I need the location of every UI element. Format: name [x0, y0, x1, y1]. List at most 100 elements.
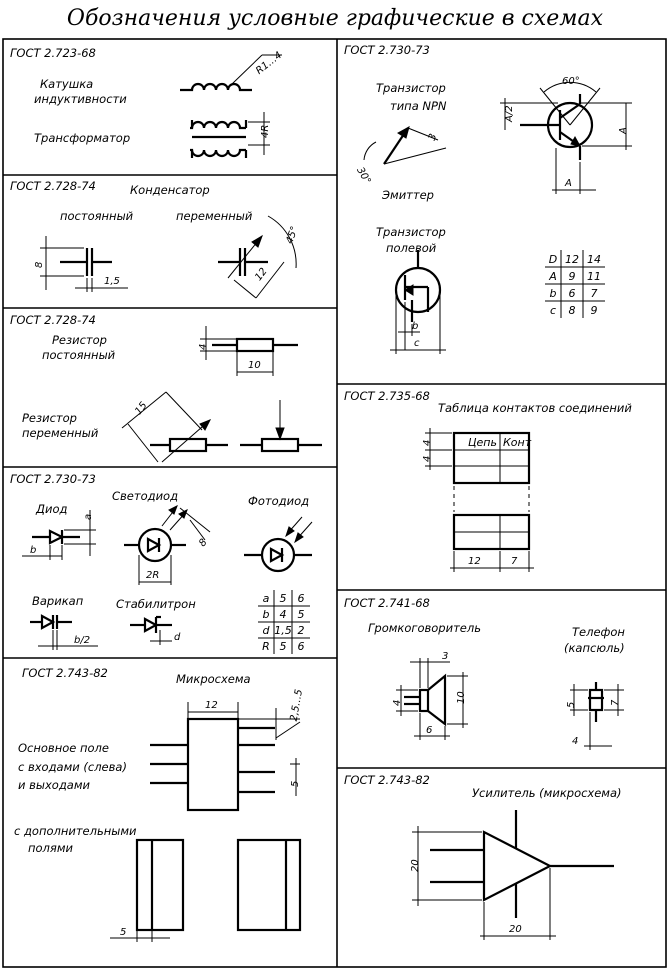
zener-symbol: d [130, 615, 181, 645]
transformer-label: Трансформатор [34, 131, 130, 145]
amplifier-symbol: 20 20 [410, 810, 614, 940]
col-circuit-label: Цепь [468, 436, 497, 449]
npn-label-2: типа NPN [390, 99, 447, 113]
fixed-capacitor-symbol: 8 1,5 [34, 236, 128, 292]
gost-label: ГОСТ 2.728-74 [10, 313, 96, 327]
diode-dims-cell: 6 [298, 640, 305, 653]
diode-dims-cell: 5 [298, 608, 305, 621]
transistor-dims-cell: c [550, 304, 556, 317]
gost-label: ГОСТ 2.730-73 [344, 43, 430, 57]
fet-transistor-symbol: b c [390, 250, 446, 354]
transformer-symbol: 4R [190, 112, 271, 158]
microchip-symbol: 12 2,5…5 5 [150, 688, 305, 812]
main-field-label-3: и выходами [18, 778, 91, 792]
section-contacts: ГОСТ 2.735-68 Таблица контактов соединен… [344, 389, 632, 572]
diode-dims-cell: 1,5 [274, 624, 292, 637]
dim-12-label: 12 [468, 556, 481, 567]
zener-label: Стабилитрон [116, 597, 196, 611]
contacts-table-symbol: Цепь Конт 4 4 12 7 [422, 428, 534, 572]
transistor-dims-cell: 8 [569, 304, 576, 317]
variable-label: переменный [176, 209, 253, 223]
section-resistor: ГОСТ 2.728-74 Резистор постоянный Резист… [10, 313, 322, 463]
variable-resistor-label: Резистор [22, 411, 77, 425]
diode-dims-cell: 6 [298, 592, 305, 605]
section-speaker: ГОСТ 2.741-68 Громкоговоритель Телефон (… [344, 596, 625, 750]
diode-dims-cell: 2 [298, 624, 305, 637]
phone-label-2: (капсюль) [564, 641, 625, 655]
transistor-dims-cell: 14 [587, 253, 601, 266]
npn-transistor-symbol: 60° A/2 A A [500, 76, 632, 194]
extra-fields-label-2: полями [28, 841, 73, 855]
fet-label-2: полевой [386, 241, 437, 255]
gost-label: ГОСТ 2.741-68 [344, 596, 430, 610]
dim-d-label: d [174, 632, 181, 643]
dim-20b-label: 20 [509, 924, 522, 935]
diode-dims-cell: a [263, 592, 270, 605]
dim-6-label: 6 [426, 725, 432, 736]
dim-2r-label: 2R [146, 570, 159, 581]
transistor-dims-cell: A [548, 270, 557, 283]
emitter-label: Эмиттер [381, 188, 434, 202]
photodiode-symbol [244, 516, 313, 573]
fixed-resistor-symbol: 4 10 [198, 326, 298, 376]
diode-dims-cell: 5 [280, 592, 287, 605]
dim-3-label: 3 [427, 132, 440, 142]
dim-12-label: 12 [253, 266, 270, 283]
led-symbol: 8 2R [124, 504, 211, 585]
dim-4r-label: 4R [260, 125, 271, 138]
diode-dims-cell: b [263, 608, 270, 621]
dim-25-label: 2,5…5 [289, 688, 305, 722]
dim-5-label: 5 [290, 781, 301, 787]
gost-label: ГОСТ 2.743-82 [344, 773, 430, 787]
dim-4-label: 4 [392, 700, 403, 706]
fixed-resistor-label: Резистор [52, 333, 107, 347]
fixed-label: постоянный [60, 209, 134, 223]
npn-label: Транзистор [376, 81, 446, 95]
contacts-name: Таблица контактов соединений [438, 401, 632, 415]
varicap-symbol: b/2 [30, 614, 98, 650]
diode-label: Диод [35, 502, 67, 516]
section-microchip: ГОСТ 2.743-82 Микросхема Основное поле с… [14, 666, 305, 942]
dim-15-label: 15 [133, 400, 150, 417]
dim-a2-label: A/2 [504, 105, 515, 123]
loudspeaker-label: Громкоговоритель [368, 621, 481, 635]
coil-label: Катушка [40, 77, 93, 91]
main-field-label-2: с входами (слева) [18, 760, 127, 774]
diode-dims-cell: 4 [280, 608, 287, 621]
amplifier-name: Усилитель (микросхема) [472, 786, 622, 800]
gost-label: ГОСТ 2.723-68 [10, 46, 96, 60]
gost-label: ГОСТ 2.728-74 [10, 179, 96, 193]
diode-symbol: a b [22, 510, 96, 560]
dim-4b-label: 4 [422, 456, 433, 462]
dim-7-label: 7 [610, 699, 621, 706]
microchip-name: Микросхема [176, 672, 251, 686]
dim-b2-label: b/2 [74, 635, 90, 646]
extra-fields-label: с дополнительными [14, 824, 137, 838]
microchip-extra-fields-symbol: 5 [110, 838, 302, 942]
dim-15-label: 1,5 [104, 276, 120, 287]
dim-a-label: A [618, 127, 629, 135]
transistor-dims-cell: 12 [565, 253, 579, 266]
coil-symbol: R1…4 [180, 50, 284, 92]
emitter-angle-symbol: 3 30° [354, 125, 447, 186]
dim-12-label: 12 [205, 700, 218, 711]
dim-8-label: 8 [34, 262, 45, 268]
varicap-label: Варикап [32, 594, 84, 608]
variable-resistor-label-2: переменный [22, 426, 99, 440]
coil-label-2: индуктивности [34, 92, 127, 106]
dim-r-label: R1…4 [254, 50, 284, 77]
main-field-label: Основное поле [18, 741, 109, 755]
section-diodes: ГОСТ 2.730-73 Диод Светодиод Фотодиод Ва… [10, 472, 313, 654]
dim-20-label: 20 [410, 859, 421, 872]
dim-3-label: 3 [442, 651, 448, 662]
led-label: Светодиод [112, 489, 178, 503]
gost-label: ГОСТ 2.735-68 [344, 389, 430, 403]
capacitor-name: Конденсатор [130, 183, 210, 197]
dim-10-label: 10 [456, 691, 467, 704]
dim-4-label: 4 [198, 344, 209, 350]
dim-10-label: 10 [248, 360, 261, 371]
frame [2, 38, 667, 968]
dim-4b-label: 4 [572, 736, 578, 747]
